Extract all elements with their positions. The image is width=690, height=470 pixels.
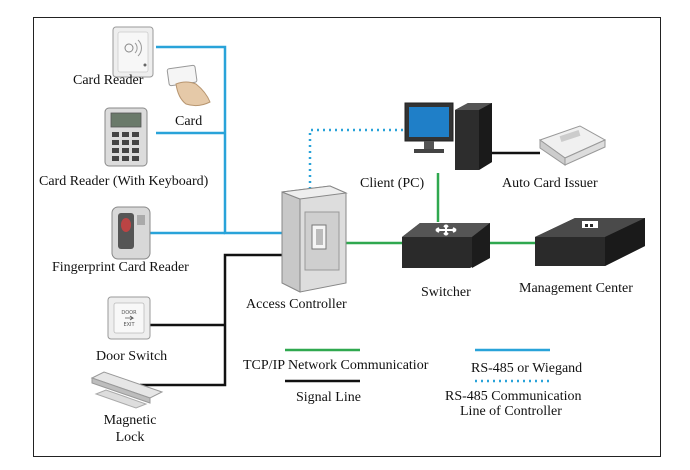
label-card-reader-keyboard: Card Reader (With Keyboard) [39,174,209,189]
card-reader-icon [112,26,154,78]
tcpip-lines [345,173,535,245]
management-center-icon [535,218,645,266]
switcher-icon [402,223,490,268]
keypad-card-reader-icon [104,107,148,167]
client-pc-icon [404,102,492,170]
door-plate-top: DOOR [121,310,137,316]
label-door-switch: Door Switch [96,349,168,364]
label-switcher: Switcher [421,285,471,300]
door-switch-icon: DOOR EXIT [107,296,151,340]
card-hand-icon [166,64,211,107]
label-auto-card-issuer: Auto Card Issuer [502,176,598,191]
label-access-controller: Access Controller [246,297,347,312]
legend-rs485-comm-line1: RS-485 Communication [445,389,582,404]
legend-rs485-comm-line2: Line of Controller [460,404,562,419]
label-management-center: Management Center [519,281,633,296]
fingerprint-reader-icon [111,206,151,260]
door-plate-bottom: EXIT [123,322,135,328]
legend-signal-label: Signal Line [296,390,361,405]
auto-card-issuer-icon [538,125,607,166]
label-magnetic-lock-line2: Lock [115,430,145,445]
label-client-pc: Client (PC) [360,176,425,191]
magnetic-lock-icon [90,371,164,409]
legend-tcpip-label: TCP/IP Network Communicatior [243,358,429,373]
label-card-reader: Card Reader [73,73,144,88]
access-controller-icon [281,185,348,293]
legend-rs485-label: RS-485 or Wiegand [471,361,583,376]
label-magnetic-lock-line1: Magnetic [103,413,157,428]
signal-lines [140,151,540,387]
rs485-lines [150,45,282,235]
label-fingerprint-reader: Fingerprint Card Reader [52,260,189,275]
diagram-frame [33,17,661,457]
label-card: Card [175,114,203,129]
